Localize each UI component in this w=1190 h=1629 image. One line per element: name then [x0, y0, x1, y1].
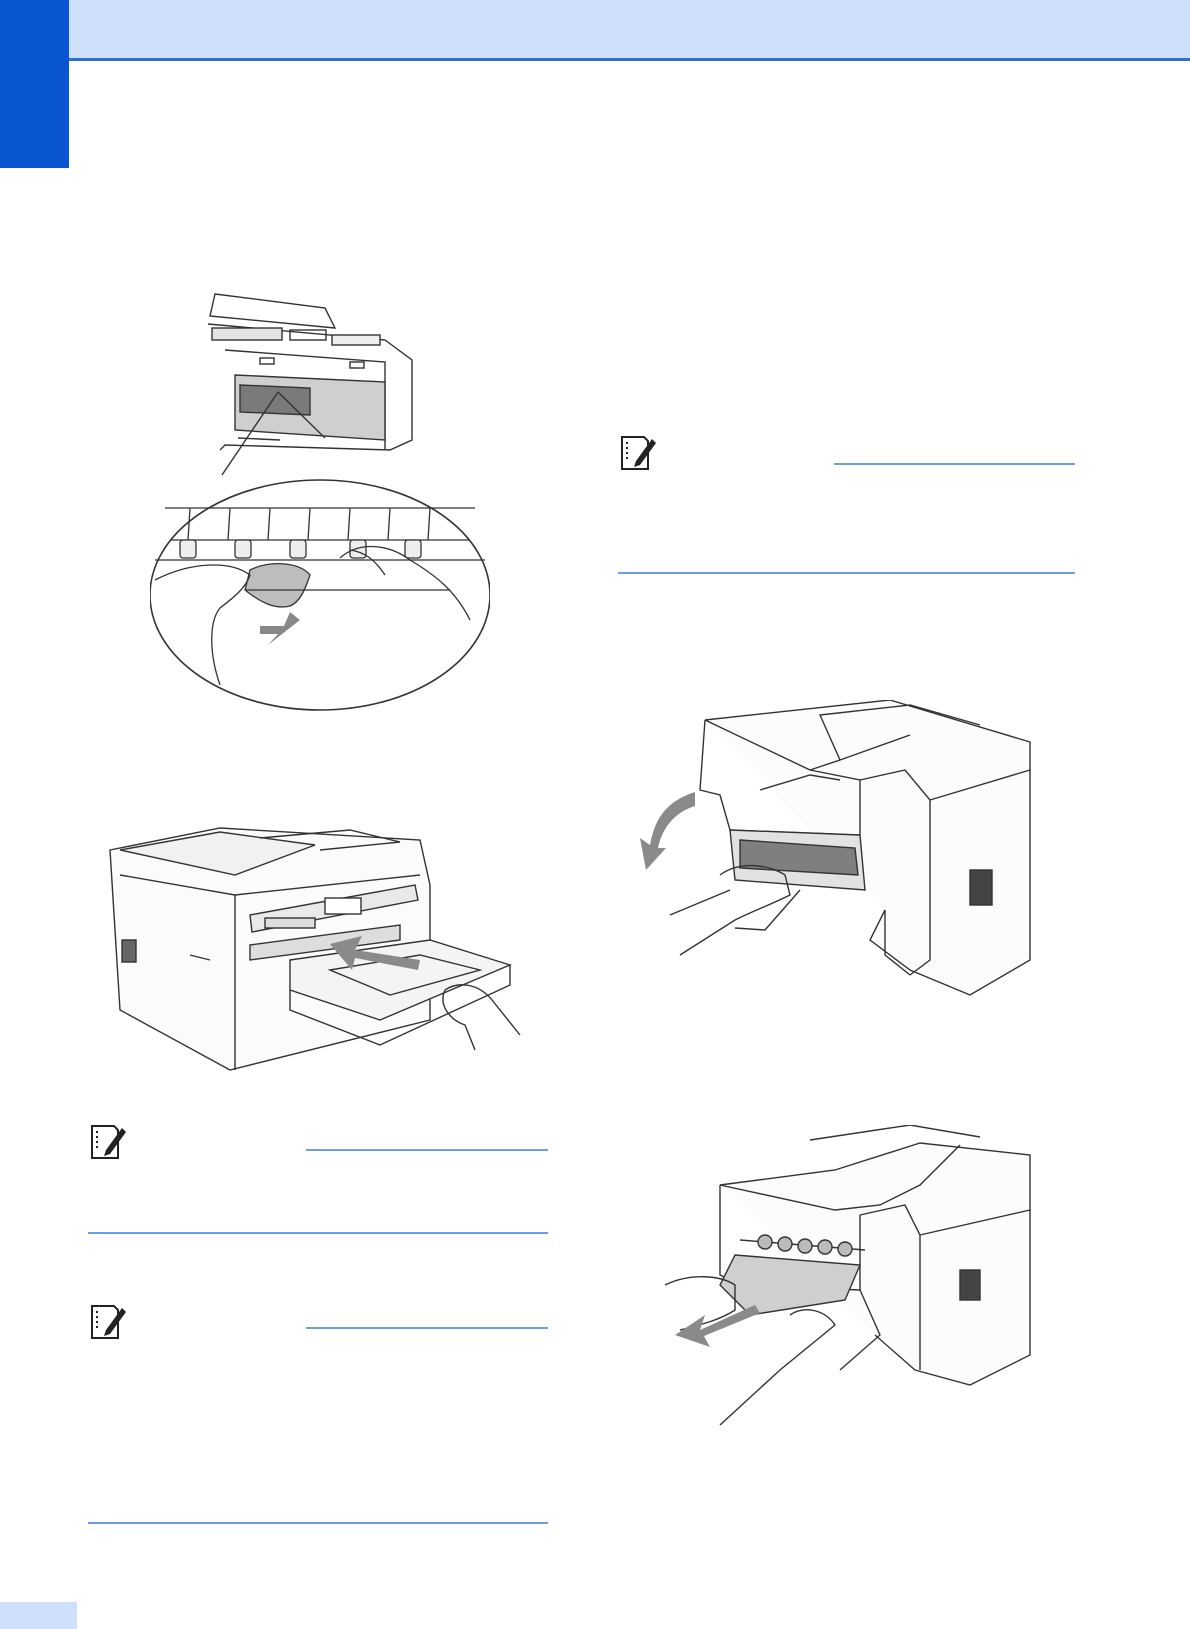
- note-rule-top: [306, 1327, 548, 1329]
- note-rule-bottom: [618, 572, 1075, 574]
- page-header-band: [0, 0, 1190, 61]
- note-left-2: [88, 1302, 548, 1524]
- note-pencil-icon: [618, 433, 658, 473]
- note-pencil-icon: [88, 1122, 128, 1162]
- note-right-top: [618, 433, 1075, 574]
- printer-rear-jam-removal-illustration: [664, 1125, 1031, 1426]
- note-rule-bottom: [88, 1232, 548, 1234]
- note-pencil-icon: [88, 1302, 128, 1342]
- note-rule-top: [834, 463, 1075, 465]
- printer-paper-tray-insert-illustration: [109, 827, 521, 1071]
- illustration-open-jam-clear-cover: [640, 700, 1035, 1000]
- illustration-pull-jammed-paper-rear: [660, 1125, 1035, 1445]
- note-left-1: [88, 1122, 548, 1234]
- printer-open-cover-wipe-illustration: [150, 293, 490, 711]
- chapter-tab: [0, 0, 69, 168]
- printer-rear-cover-open-illustration: [640, 700, 1031, 996]
- illustration-clean-paper-inside-machine: [150, 290, 490, 715]
- note-rule-top: [306, 1149, 548, 1151]
- footer-page-tab: [0, 1602, 77, 1629]
- illustration-push-paper-tray-in: [100, 820, 535, 1080]
- note-rule-bottom: [88, 1522, 548, 1524]
